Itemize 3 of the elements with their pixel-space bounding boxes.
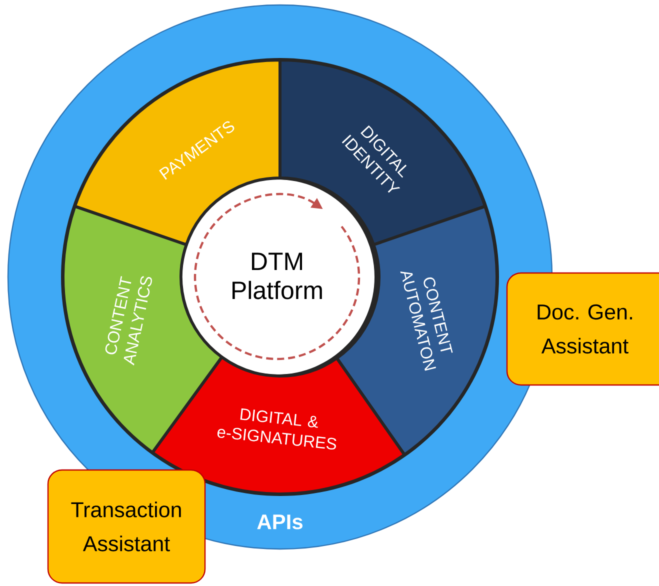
- ring-segment: DIGITAL & e-SIGNATURES: [150, 356, 406, 496]
- assistant-box: Doc. Gen. Assistant: [506, 272, 659, 386]
- assistant-box: Transaction Assistant: [47, 469, 206, 584]
